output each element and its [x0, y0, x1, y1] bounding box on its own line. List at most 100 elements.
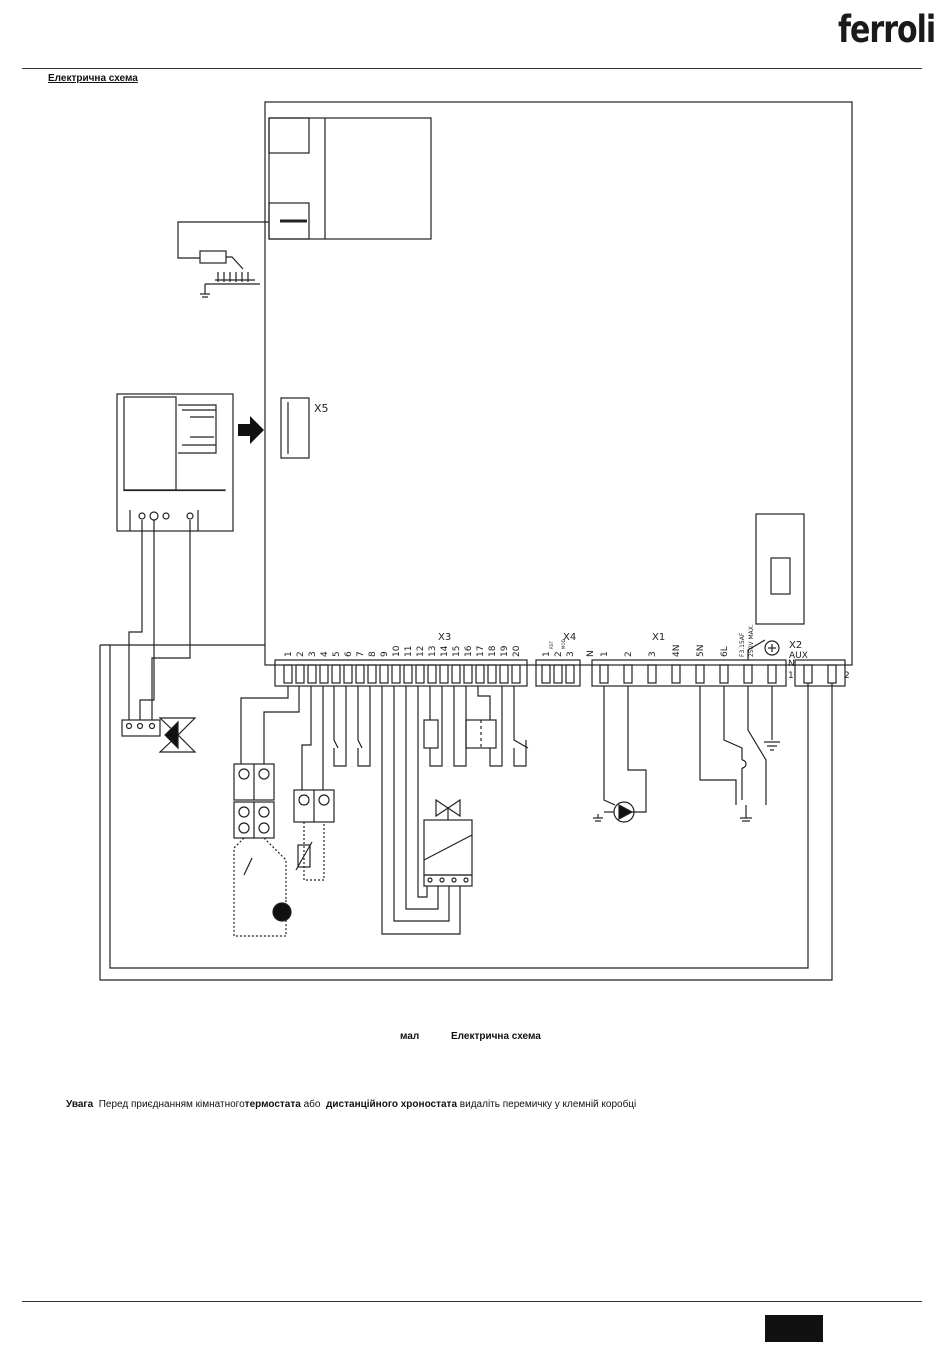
x1-pin-2: [624, 665, 632, 683]
x3-pin-18: [488, 665, 496, 683]
x1-pin-5N: [696, 665, 704, 683]
x1-pin-4N: [672, 665, 680, 683]
x2-pin-1: [804, 665, 812, 683]
x3-pin-label: 3: [308, 651, 318, 657]
x1-pin-label: 4N: [672, 645, 682, 657]
x5-label: X5: [314, 402, 329, 415]
x4-pin-label: 2: [554, 651, 564, 657]
figure-caption-prefix: мал: [400, 1031, 419, 1042]
x4-pin-label: 1: [542, 651, 552, 657]
figure-caption: Електрична схема: [451, 1031, 541, 1042]
warning-bold-1: термостата: [245, 1099, 301, 1110]
x2-pin-label: 2: [844, 671, 850, 681]
x3-pin-13: [428, 665, 436, 683]
x4-pin-2: [554, 665, 562, 683]
warning-text-2: або: [301, 1099, 323, 1110]
fuse-label: F3.15AF: [739, 632, 746, 657]
x3-pin-label: 15: [452, 646, 462, 657]
x3-pin-19: [500, 665, 508, 683]
x5-connector: [281, 398, 309, 458]
x3-pin-4: [320, 665, 328, 683]
x1-pin-label: 1: [600, 651, 610, 657]
fuse-rating: 250V MAX.: [748, 624, 755, 657]
terminal-blocks: [234, 764, 334, 880]
warning-note: Увага Перед приєднанням кімнатноготермос…: [66, 1099, 636, 1110]
x3-pin-8: [368, 665, 376, 683]
x3-pin-10: [392, 665, 400, 683]
x3-pin-11: [404, 665, 412, 683]
x3-pin-label: 17: [476, 646, 486, 657]
x3-pin-7: [356, 665, 364, 683]
valve-wiring: [122, 520, 195, 752]
display-module: [269, 118, 431, 239]
fan-unit: [424, 800, 472, 886]
x3-pin-6: [344, 665, 352, 683]
x1-pin-label: N: [586, 650, 596, 657]
x1-pin-label: 5N: [696, 645, 706, 657]
x3-pin-label: 4: [320, 651, 330, 657]
arrow-icon: [238, 416, 264, 444]
warning-text-1: Перед приєднанням кімнатного: [99, 1099, 245, 1110]
x3-pin-20: [512, 665, 520, 683]
x3-pin-2: [296, 665, 304, 683]
x4-pin-3: [566, 665, 574, 683]
x3-pin-17: [476, 665, 484, 683]
x3-pin-label: 1: [284, 651, 294, 657]
x3-label: X3: [438, 632, 451, 643]
page-number-box: [765, 1315, 823, 1342]
x3-wiring: [241, 686, 528, 934]
earth-terminal: [768, 665, 776, 683]
x3-pin-1: [284, 665, 292, 683]
room-thermostat: [234, 838, 291, 936]
ionization-electrode: [178, 222, 269, 297]
x3-pin-label: 13: [428, 646, 438, 657]
x1-pin-label: 2: [624, 651, 634, 657]
x2-pin-2: [828, 665, 836, 683]
gas-valve-module: [117, 394, 233, 531]
x3-pin-label: 18: [488, 645, 498, 657]
x3-pin-label: 10: [392, 645, 402, 657]
x1-label: X1: [652, 632, 665, 643]
x3-pin-label: 14: [440, 645, 450, 657]
x3-pin-label: 12: [416, 646, 426, 657]
x1-pin-6L: [720, 665, 728, 683]
warning-bold-2: дистанційного хроностата: [326, 1099, 457, 1110]
x3-pin-label: 16: [464, 645, 474, 657]
x4-pin-1: [542, 665, 550, 683]
x3-pin-5: [332, 665, 340, 683]
x3-pin-15: [452, 665, 460, 683]
fuse-terminal: [744, 665, 752, 683]
x3-pin-label: 2: [296, 651, 306, 657]
x4-pin-note: RST: [549, 641, 554, 649]
x3-pin-label: 20: [512, 645, 522, 657]
x3-terminal-strip: [275, 660, 527, 686]
x3-pin-label: 8: [368, 651, 378, 657]
x3-pin-label: 19: [500, 645, 510, 657]
x3-pin-label: 11: [404, 646, 414, 657]
x2-pin-label: 1: [788, 671, 794, 681]
x3-pin-label: 5: [332, 651, 342, 657]
x1-pin-3: [648, 665, 656, 683]
x1-pin-label: 6L: [720, 646, 730, 657]
x3-pin-3: [308, 665, 316, 683]
x4-pin-label: 3: [566, 651, 576, 657]
x3-pin-label: 7: [356, 651, 366, 657]
x3-pin-label: 6: [344, 651, 354, 657]
x3-pin-label: 9: [380, 651, 390, 657]
x2-label: X2: [789, 640, 802, 651]
x2-pin-label: N: [788, 659, 795, 669]
footer-divider: [22, 1301, 922, 1302]
x3-pin-16: [464, 665, 472, 683]
x4-pin-note: MOD: [561, 639, 566, 649]
control-board: [265, 102, 852, 665]
x3-pin-9: [380, 665, 388, 683]
x1-pin-label: 3: [648, 651, 658, 657]
relay-module: [756, 514, 804, 624]
x1-pin-1: [600, 665, 608, 683]
x2-terminal-strip: [795, 660, 845, 686]
warning-text-3: видаліть перемичку у клемній коробці: [457, 1099, 636, 1110]
warning-label: Увага: [66, 1099, 93, 1110]
x3-pin-12: [416, 665, 424, 683]
x1-terminal-strip: [592, 660, 786, 686]
